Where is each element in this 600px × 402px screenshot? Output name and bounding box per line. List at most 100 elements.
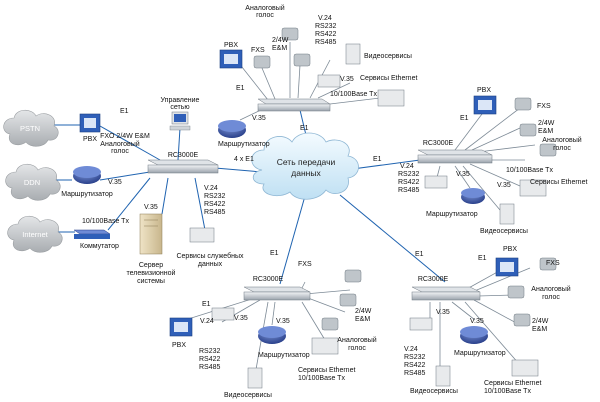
network-label-line2: данных — [291, 168, 321, 178]
ethernet-tx-label: 10/100Base Tx — [298, 375, 345, 382]
e1-label: E1 — [236, 85, 245, 92]
rs232-label: RS232 — [204, 193, 226, 200]
ddn-label: DDN — [24, 178, 40, 187]
phone-icon — [507, 285, 525, 299]
ddn-cloud: DDN — [5, 163, 61, 201]
router-label: Маршрутизатор — [218, 141, 270, 148]
management-computer-icon — [169, 111, 191, 131]
v24-label: V.24 — [404, 346, 418, 353]
e1-label: E1 — [120, 108, 129, 115]
rs485-label: RS485 — [204, 209, 226, 216]
analog-voice-label-1: Аналоговый — [542, 136, 582, 144]
switch-label: Коммутатор — [80, 243, 119, 250]
service-data-label-1: Сервисы служебных — [176, 252, 244, 260]
analog-voice-label-1: Аналоговый — [531, 285, 571, 293]
tv-server-icon — [139, 213, 163, 255]
e1-label: E1 — [460, 115, 469, 122]
rc3000e-device-bottom-right: RC3000E — [411, 276, 481, 301]
router-icon-bottom-left — [258, 326, 286, 344]
rs232-label: RS232 — [404, 354, 426, 361]
pbx-icon-bottom-left — [169, 317, 193, 337]
ethernet-tx-label: 10/100Base Tx — [506, 167, 553, 174]
e1-label: E1 — [373, 156, 382, 163]
v35-label-2: V.35 — [276, 318, 290, 325]
ethernet-services-label: Сервисы Ethernet — [298, 367, 355, 374]
ethernet-service-icons — [311, 89, 547, 377]
router-label: Маршрутизатор — [258, 352, 310, 359]
network-label-line1: Сеть передачи — [277, 157, 336, 167]
ethernet-icon — [519, 179, 547, 197]
pbx-icon-bottom-right — [495, 257, 519, 277]
router-label: Маршрутизатор — [454, 350, 506, 357]
pbx-label: PBX — [503, 246, 517, 253]
two-wire-label: 2/4W — [538, 120, 555, 127]
internet-label: Internet — [22, 230, 48, 239]
phone-icon — [519, 123, 537, 137]
internet-cloud: Internet — [7, 215, 63, 253]
ethernet-services-label: Сервисы Ethernet — [484, 380, 541, 387]
v24-label: V.24 — [318, 15, 332, 22]
v24-label: V.24 — [200, 318, 214, 325]
ethernet-services-label: Сервисы Ethernet — [360, 75, 417, 82]
fxs-label: FXS — [546, 260, 560, 267]
device-label-bottom-right: RC3000E — [418, 276, 449, 283]
rc3000e-device-right: RC3000E — [417, 140, 493, 164]
video-icon — [499, 203, 515, 225]
phone-icons — [253, 27, 557, 331]
rs422-label: RS422 — [398, 179, 420, 186]
v35-label: V.35 — [436, 309, 450, 316]
v24-label: V.24 — [400, 163, 414, 170]
fxs-label: FXS — [251, 47, 265, 54]
v35-label: V.35 — [340, 76, 354, 83]
v35-label: V.35 — [252, 115, 266, 122]
router-icon-left — [73, 166, 101, 184]
phone-icon — [253, 55, 271, 69]
rs232-label: RS232 — [199, 348, 221, 355]
ethernet-icon — [511, 359, 539, 377]
mgmt-label-1: Управление — [161, 97, 200, 104]
phone-icon — [344, 269, 362, 283]
server-label-1: Сервер — [139, 262, 163, 269]
analog-voice-label-1: Аналоговый — [100, 140, 140, 148]
server-label-3: системы — [137, 278, 165, 285]
analog-voice-label-2: голос — [348, 345, 366, 352]
v35-server-label: V.35 — [144, 204, 158, 211]
pbx-label: PBX — [83, 136, 97, 143]
fxo-em-label: FXO 2/4W E&M — [100, 133, 150, 140]
v35-label-2: V.35 — [470, 318, 484, 325]
pbx-icon-left — [79, 113, 101, 133]
data-terminal-icon — [189, 227, 215, 243]
rs485-label: RS485 — [199, 364, 221, 371]
phone-icon — [293, 53, 311, 67]
device-label-bottom-left: RC3000E — [253, 276, 284, 283]
analog-voice-label-2: голос — [542, 294, 560, 301]
v35-label: V.35 — [108, 179, 122, 186]
router-icon-top — [218, 120, 246, 138]
video-label: Видеосервисы — [410, 388, 458, 395]
router-icon-bottom-right — [460, 326, 488, 344]
em-label: E&M — [538, 128, 553, 135]
e1-label: E1 — [270, 250, 279, 257]
e1-label: E1 — [300, 125, 309, 132]
ethernet-services-label: Сервисы Ethernet — [530, 179, 587, 186]
video-label: Видеосервисы — [224, 392, 272, 399]
video-icon — [247, 367, 263, 389]
phone-icon — [539, 143, 557, 157]
fxs-label: FXS — [537, 103, 551, 110]
router-label: Маршрутизатор — [426, 211, 478, 218]
analog-voice-label-1: Аналоговый — [245, 4, 285, 12]
em-label: E&M — [272, 45, 287, 52]
server-label-2: телевизионной — [127, 269, 176, 277]
switch-icon — [73, 229, 111, 239]
video-icon — [345, 43, 361, 65]
phone-icon — [321, 317, 339, 331]
two-wire-label: 2/4W — [532, 318, 549, 325]
trunk-label: 4 x E1 — [234, 156, 254, 163]
em-label: E&M — [532, 326, 547, 333]
rs422-label: RS422 — [204, 201, 226, 208]
video-label: Видеосервисы — [364, 53, 412, 60]
ethernet-icon — [311, 337, 339, 355]
em-label: E&M — [355, 316, 370, 323]
v35-label: V.35 — [456, 171, 470, 178]
